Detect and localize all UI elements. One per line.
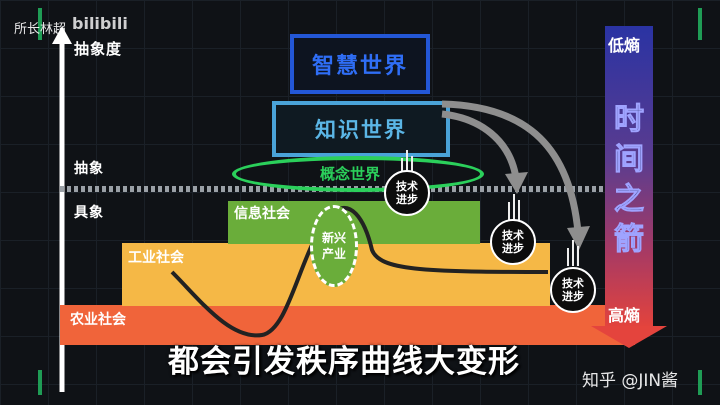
order-curve (170, 206, 549, 338)
tech-line2: 进步 (502, 242, 524, 255)
tech-progress-badge-3: 技术 进步 (550, 267, 596, 313)
tech-line1: 技术 (502, 229, 524, 242)
tier-label-information: 信息社会 (234, 206, 290, 222)
emerging-industry-ellipse (310, 205, 358, 287)
tier-label-industrial: 工业社会 (128, 250, 184, 266)
high-entropy-label: 高熵 (608, 306, 641, 325)
concept-world-ellipse (232, 156, 484, 192)
emerging-line2: 产业 (321, 247, 346, 261)
bilibili-logo: bilibili (72, 14, 128, 33)
concept-world-label: 概念世界 (320, 165, 381, 183)
axis-label-concrete: 具象 (74, 205, 104, 221)
tech-progress-badge-1: 技术 进步 (384, 170, 430, 216)
tier-agricultural: 农业社会 (60, 305, 635, 345)
low-entropy-label: 低熵 (608, 36, 641, 55)
arrow-of-time-label: 时间之箭 (614, 102, 645, 258)
emerging-line1: 新兴 (321, 231, 346, 245)
tech-line2: 进步 (562, 290, 584, 303)
tech-line1: 技术 (562, 277, 584, 290)
tech-line1: 技术 (396, 180, 418, 193)
entropy-time-arrow (605, 26, 653, 326)
axis-title: 抽象度 (74, 40, 123, 58)
entropy-arrow-head (591, 326, 667, 348)
emerging-industry-label: 新兴 产业 (310, 230, 358, 262)
knowledge-world-box: 知识世界 (272, 101, 450, 157)
zhihu-watermark: 知乎 @JIN酱 (582, 371, 679, 391)
tech-progress-badge-2: 技术 进步 (490, 219, 536, 265)
axis-label-abstract: 抽象 (74, 161, 104, 177)
channel-watermark: 所长林超 (14, 22, 67, 37)
tier-label-agricultural: 农业社会 (70, 312, 126, 328)
wisdom-world-box: 智慧世界 (290, 34, 430, 94)
video-subtitle: 都会引发秩序曲线大变形 (168, 344, 520, 380)
tech-line2: 进步 (396, 193, 418, 206)
